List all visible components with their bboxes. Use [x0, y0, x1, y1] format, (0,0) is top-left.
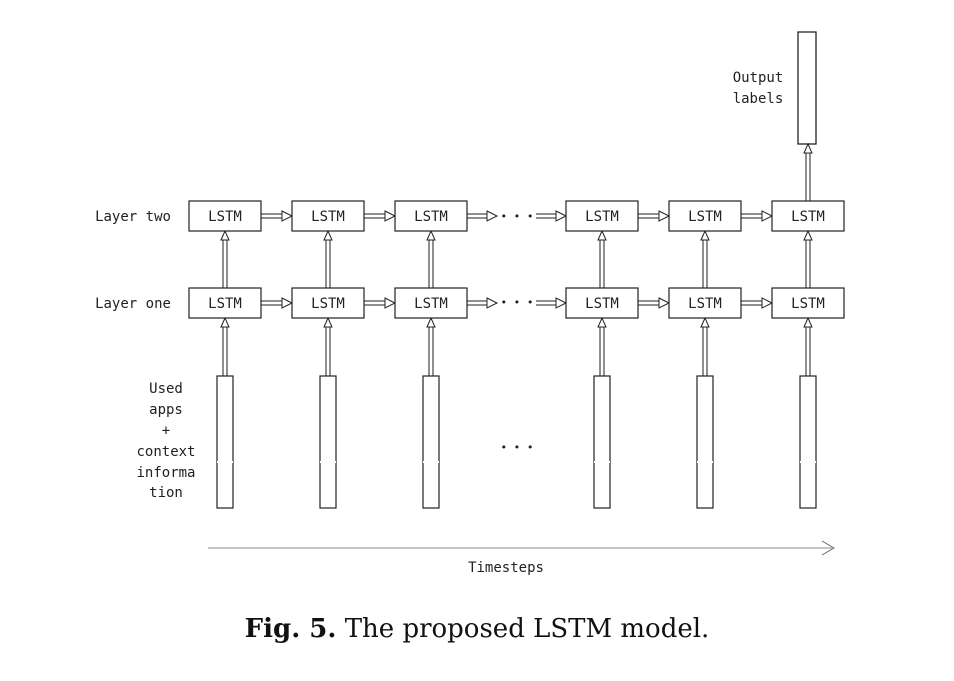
- layer-connector-arrow-head: [700, 229, 710, 241]
- layer-one-recurrent-arrow-head: [761, 297, 774, 309]
- input-arrow-head: [220, 316, 230, 328]
- layer-one-lstm-cell: [668, 287, 742, 319]
- layer-two-gap-in-arrow-head: [486, 210, 499, 222]
- caption-text: The proposed LSTM model.: [344, 614, 710, 644]
- input-arrow-head: [426, 316, 436, 328]
- input-arrow-head: [700, 316, 710, 328]
- input-bar: [696, 375, 714, 509]
- layer-connector-arrow-head: [803, 229, 813, 241]
- output-label: Output labels: [733, 70, 784, 107]
- input-label-line: Used: [149, 381, 183, 397]
- layer-two-lstm-label: LSTM: [208, 209, 242, 225]
- layer-two-lstm-cell: [771, 200, 845, 232]
- input-label-line: context: [136, 444, 195, 460]
- ellipsis-layer-one: • • •: [500, 296, 533, 309]
- layer-two-recurrent-arrow-head: [761, 210, 774, 222]
- input-bar: [799, 375, 817, 509]
- layer-connector-arrow-head: [323, 229, 333, 241]
- layer-one-lstm-cell: [394, 287, 468, 319]
- layer-two-lstm-label: LSTM: [585, 209, 619, 225]
- layer-two-lstm-label: LSTM: [414, 209, 448, 225]
- input-label-line: tion: [149, 485, 183, 501]
- layer-one-lstm-cell: [291, 287, 365, 319]
- timesteps-arrowhead: [821, 540, 835, 556]
- layer-one-lstm-label: LSTM: [585, 296, 619, 312]
- layer-one-recurrent-arrow-head: [281, 297, 294, 309]
- output-bar: [797, 31, 817, 145]
- layer-one-lstm-label: LSTM: [311, 296, 345, 312]
- layer-connector-arrow-head: [597, 229, 607, 241]
- input-label: Used apps + context informa tion: [136, 381, 195, 501]
- output-label-line: labels: [733, 91, 784, 107]
- layer-connector-arrow-head: [220, 229, 230, 241]
- input-bar: [319, 375, 337, 509]
- layer-one-lstm-label: LSTM: [208, 296, 242, 312]
- input-label-line: apps: [149, 402, 183, 418]
- layer-two-lstm-cell: [668, 200, 742, 232]
- layer-one-label: Layer one: [95, 296, 171, 312]
- layer-two-gap-out-arrow-head: [555, 210, 568, 222]
- layer-one-lstm-cell: [565, 287, 639, 319]
- input-arrow-head: [803, 316, 813, 328]
- layer-two-lstm-cell: [188, 200, 262, 232]
- input-bar: [593, 375, 611, 509]
- ellipsis-inputs: • • •: [500, 441, 533, 454]
- layer-two-recurrent-arrow-head: [281, 210, 294, 222]
- layer-one-recurrent-arrow-head: [658, 297, 671, 309]
- layer-two-lstm-cell: [394, 200, 468, 232]
- layer-two-lstm-label: LSTM: [791, 209, 825, 225]
- layer-two-recurrent-arrow-head: [384, 210, 397, 222]
- layer-one-lstm-cell: [771, 287, 845, 319]
- timesteps-label: Timesteps: [468, 560, 544, 576]
- layer-two-lstm-cell: [565, 200, 639, 232]
- caption-prefix: Fig. 5.: [244, 614, 337, 644]
- layer-one-gap-out-arrow-head: [555, 297, 568, 309]
- input-bar: [216, 375, 234, 509]
- layer-one-gap-in-arrow-head: [486, 297, 499, 309]
- input-arrow-head: [597, 316, 607, 328]
- figure-caption: Fig. 5. The proposed LSTM model.: [0, 614, 954, 644]
- layer-connector-arrow-head: [426, 229, 436, 241]
- layer-one-lstm-label: LSTM: [414, 296, 448, 312]
- output-arrow-head: [803, 142, 813, 154]
- output-label-line: Output: [733, 70, 784, 86]
- layer-two-recurrent-arrow-head: [658, 210, 671, 222]
- input-label-line: +: [162, 423, 170, 439]
- input-bar: [422, 375, 440, 509]
- layer-one-lstm-cell: [188, 287, 262, 319]
- layer-two-lstm-label: LSTM: [311, 209, 345, 225]
- input-label-line: informa: [136, 465, 195, 481]
- ellipsis-layer-two: • • •: [500, 210, 533, 223]
- layer-one-lstm-label: LSTM: [688, 296, 722, 312]
- layer-two-lstm-label: LSTM: [688, 209, 722, 225]
- layer-one-lstm-label: LSTM: [791, 296, 825, 312]
- input-arrow-head: [323, 316, 333, 328]
- layer-two-lstm-cell: [291, 200, 365, 232]
- layer-one-recurrent-arrow-head: [384, 297, 397, 309]
- layer-two-label: Layer two: [95, 209, 171, 225]
